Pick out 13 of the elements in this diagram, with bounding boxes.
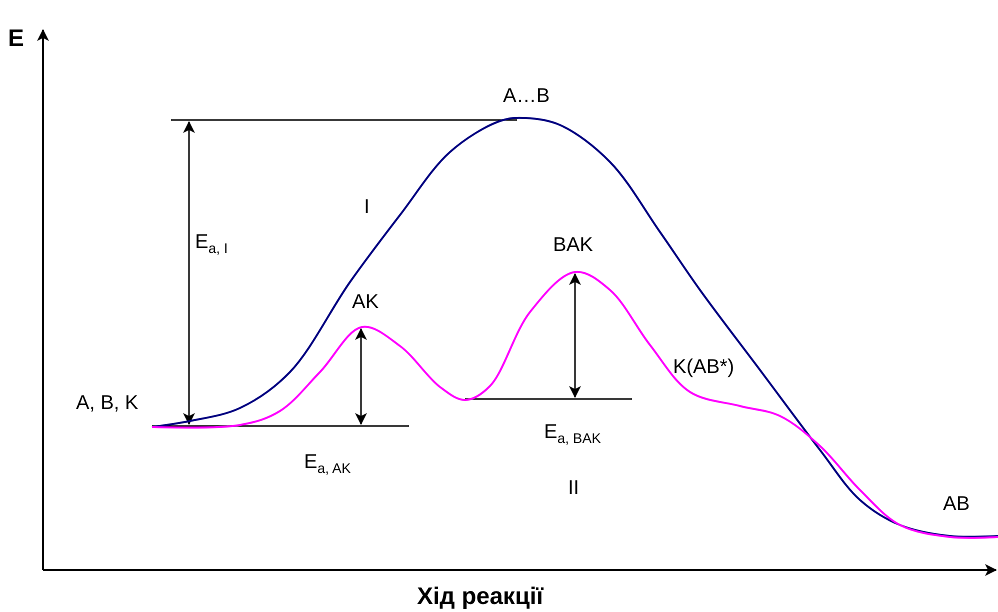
state-label: A…B [503, 86, 550, 106]
state-label: AB [943, 494, 970, 514]
axis-label: Хід реакції [417, 585, 544, 609]
energy-label: E$_{a, I}$ [195, 232, 228, 255]
energy-label: E$_{a, AK}$ [304, 452, 351, 475]
state-label: A, B, K [76, 393, 138, 413]
axis-label: E [8, 27, 24, 51]
curve-label: I [364, 197, 370, 217]
energy-label: E$_{a, BAK}$ [544, 422, 601, 445]
state-label: BAK [553, 235, 594, 255]
state-label: AK [352, 292, 379, 312]
state-label: K(AB*) [673, 357, 734, 377]
curve-label: II [568, 478, 580, 498]
